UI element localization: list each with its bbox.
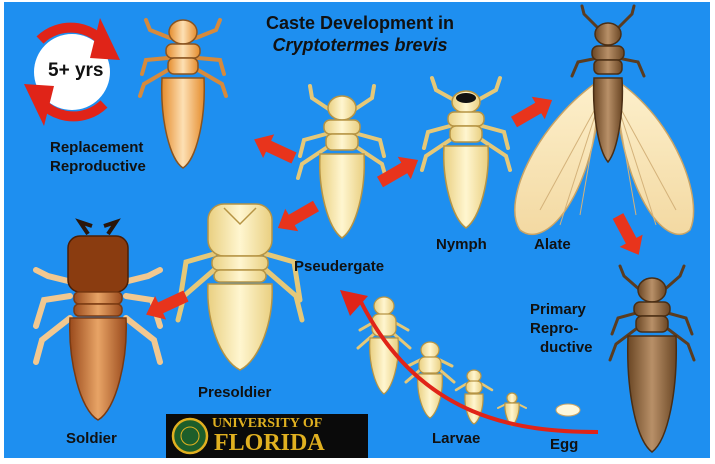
title-line-1: Caste Development in [266, 13, 454, 33]
larvae-label: Larvae [432, 430, 480, 448]
soldier-label: Soldier [66, 430, 117, 448]
cycle-badge-label: 5+ yrs [48, 62, 103, 80]
university-seal-icon [173, 419, 207, 453]
alate-label: Alate [534, 236, 571, 254]
logo-line-1: UNIVERSITY OF [212, 416, 322, 431]
presoldier-label: Presoldier [198, 384, 271, 402]
logo-line-2: FLORIDA [214, 430, 325, 456]
primary-label-line-3: ductive [540, 339, 593, 357]
egg [556, 404, 580, 416]
primary-label-line-2: Repro- [530, 320, 578, 338]
replacement-label-line-1: Replacement [50, 139, 143, 157]
primary-label-line-1: Primary [530, 301, 586, 319]
diagram-title: Caste Development in Cryptotermes brevis [220, 12, 500, 56]
title-species: Cryptotermes brevis [220, 34, 500, 56]
nymph-label: Nymph [436, 236, 487, 254]
pseudergate-label: Pseudergate [294, 258, 384, 276]
replacement-label-line-2: Reproductive [50, 158, 146, 176]
egg-label: Egg [550, 436, 578, 454]
